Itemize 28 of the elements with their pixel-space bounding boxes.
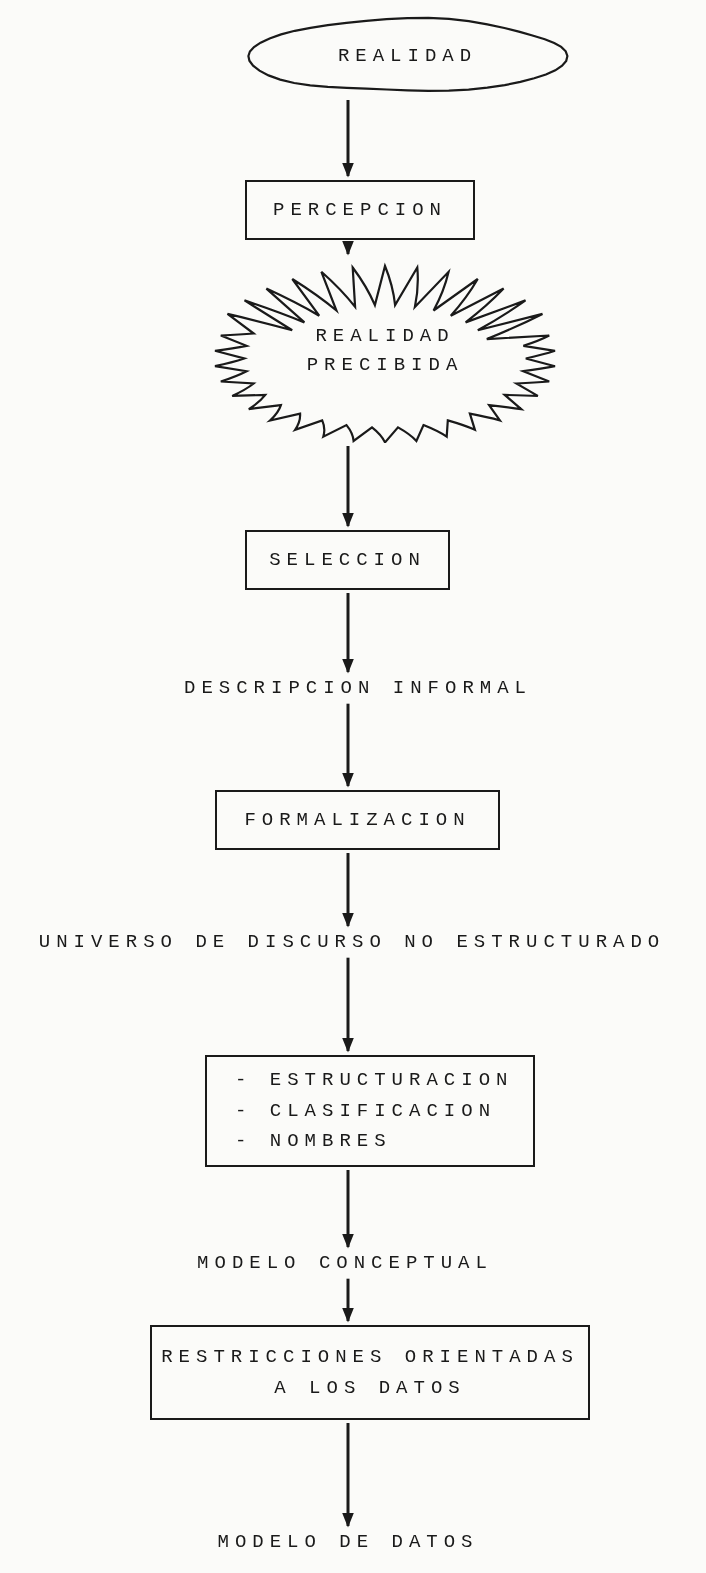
- flow-text: UNIVERSO DE DISCURSO NO ESTRUCTURADO: [38, 930, 666, 955]
- arrow: [342, 703, 354, 788]
- process-box: [205, 1055, 535, 1167]
- node-label: REALIDAD: [337, 43, 478, 69]
- arrow: [342, 446, 354, 528]
- arrow: [342, 240, 354, 256]
- arrow: [342, 593, 354, 674]
- arrow: [342, 100, 354, 178]
- process-box: [215, 790, 500, 850]
- node-label: FORMALIZACION: [244, 807, 471, 833]
- arrow: [342, 853, 354, 928]
- arrow: [342, 957, 354, 1053]
- flow-text: MODELO CONCEPTUAL: [197, 1251, 493, 1276]
- flow-text: MODELO DE DATOS: [217, 1530, 479, 1555]
- process-box: [150, 1325, 590, 1420]
- arrow: [342, 1423, 354, 1528]
- arrow: [342, 1278, 354, 1323]
- process-box: [245, 180, 475, 240]
- flow-text: DESCRIPCION INFORMAL: [184, 676, 532, 701]
- node-label: PERCEPCION: [273, 197, 447, 223]
- list-item: - NOMBRES: [235, 1129, 392, 1155]
- arrow: [342, 1170, 354, 1249]
- process-box: [245, 530, 450, 590]
- node-label: RESTRICCIONES ORIENTADAS A LOS DATOS: [160, 1345, 580, 1401]
- node-label: SELECCION: [269, 547, 426, 573]
- list-item: - CLASIFICACION: [235, 1098, 497, 1124]
- list-item: - ESTRUCTURACION: [235, 1068, 514, 1094]
- node-label: REALIDAD PRECIBIDA: [305, 324, 465, 378]
